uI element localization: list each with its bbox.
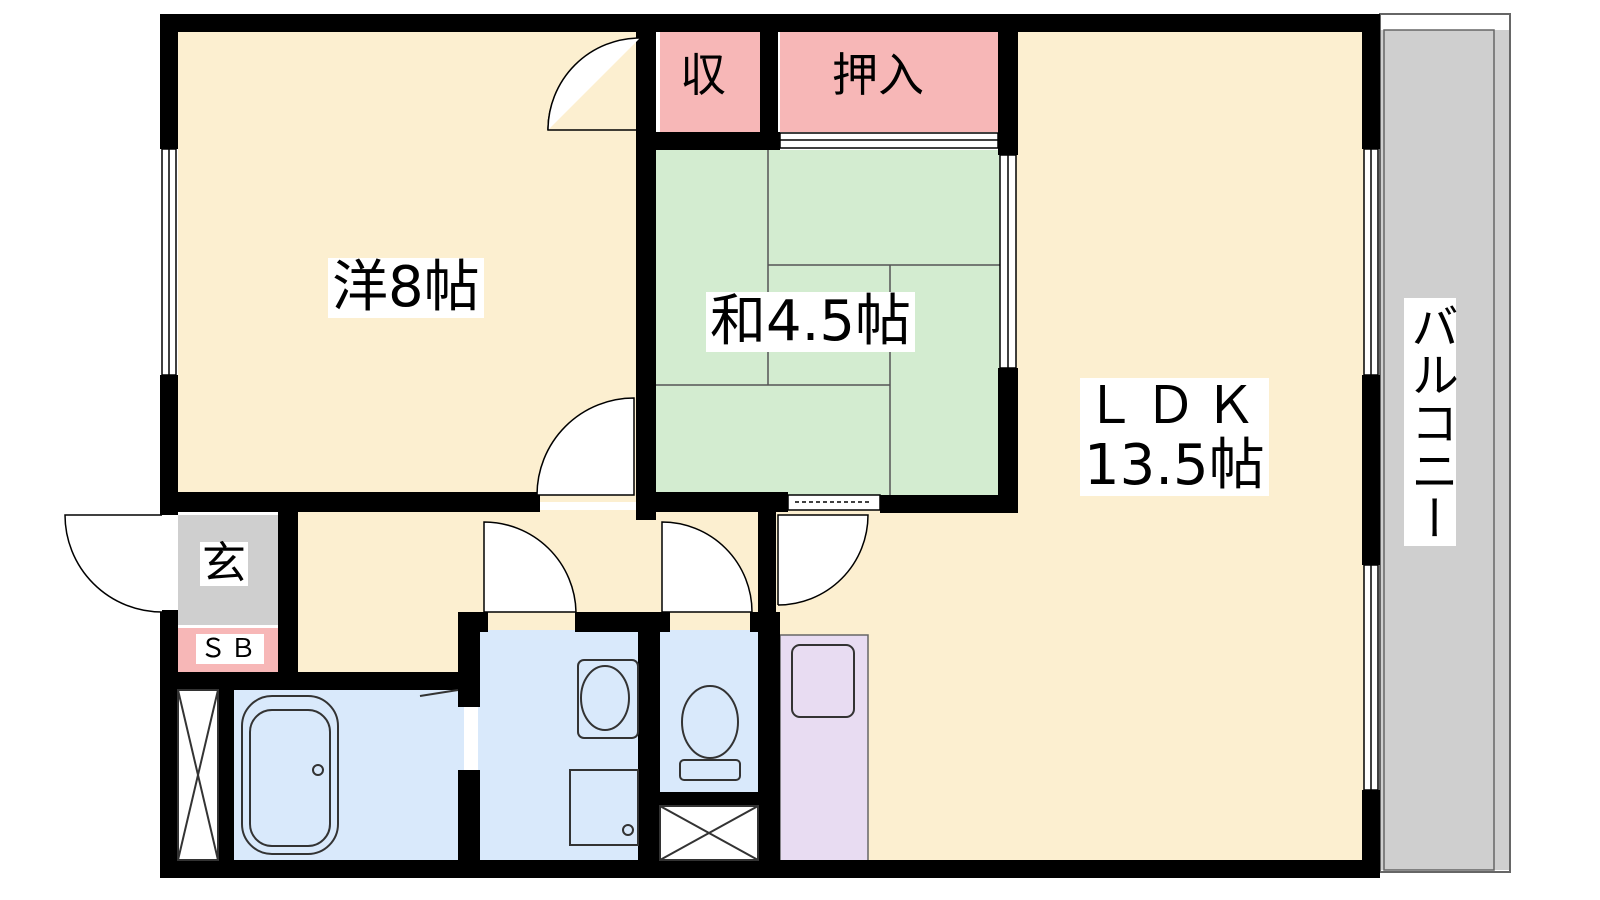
room-label-ldk: ＬＤＫ 13.5帖 <box>1080 378 1269 496</box>
washbasin <box>577 659 639 739</box>
pipe-space <box>659 805 759 861</box>
ldk-line-2: 13.5帖 <box>1084 433 1265 498</box>
room-label-western: 洋8帖 <box>328 258 484 318</box>
sink <box>791 644 855 718</box>
storage-box <box>177 689 219 861</box>
fixtures <box>177 644 855 861</box>
closet-label: 収 <box>680 48 726 102</box>
floor-fills <box>178 30 1510 878</box>
oshiire-label: 押入 <box>832 48 924 102</box>
swing-doors <box>64 37 869 613</box>
room-label-japanese: 和4.5帖 <box>706 292 916 352</box>
sliding-doors <box>779 132 999 511</box>
washroom-floor <box>478 630 650 870</box>
toilet-floor <box>660 630 765 800</box>
toilet-bowl <box>681 685 739 759</box>
entrance-label: 玄 <box>200 538 248 589</box>
washing-machine <box>569 769 639 846</box>
window-mullions <box>168 149 1372 790</box>
balcony-inner <box>1383 29 1495 871</box>
bathtub <box>241 695 339 855</box>
balcony-label: バルコニー <box>1402 298 1458 546</box>
shoebox-label: ＳＢ <box>196 634 265 664</box>
bathroom-floor <box>232 690 464 870</box>
toilet-tank <box>679 759 741 781</box>
ldk-line-1: ＬＤＫ <box>1084 376 1265 436</box>
walls <box>160 14 1380 878</box>
